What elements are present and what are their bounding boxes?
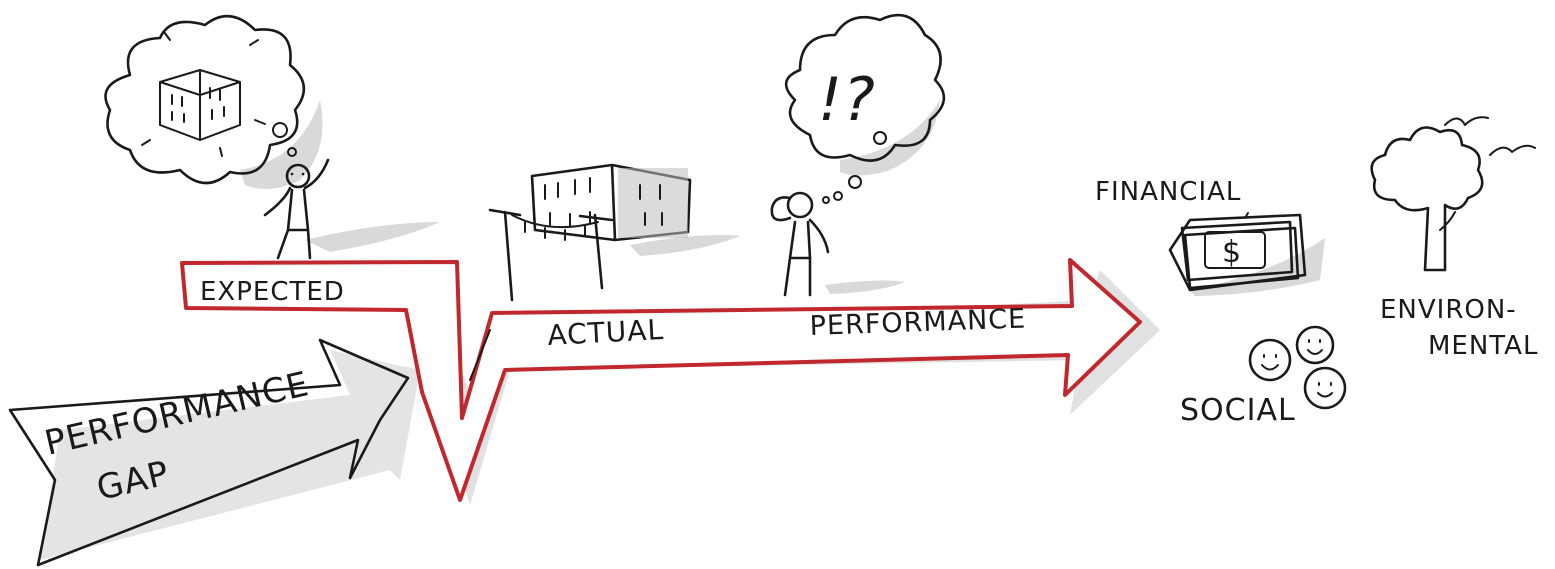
tree-icon — [1370, 126, 1484, 272]
label-performance: PERFORMANCE — [809, 303, 1026, 342]
performance-arrow — [180, 258, 1142, 502]
thought-marks: !? — [818, 65, 876, 135]
person-thinking-icon — [770, 191, 830, 297]
birds-icon — [1444, 116, 1536, 156]
smiley-faces-icon — [1248, 325, 1347, 410]
money-stack-icon: $ — [1168, 212, 1307, 292]
thought-cloud-question-icon: !? — [784, 13, 946, 204]
label-financial: FINANCIAL — [1095, 177, 1241, 207]
money-symbol: $ — [1222, 235, 1242, 270]
label-actual: ACTUAL — [547, 313, 665, 352]
clothesline-icon — [488, 208, 614, 302]
label-environmental-line2: MENTAL — [1428, 331, 1538, 361]
label-environmental-line1: ENVIRON- — [1380, 295, 1517, 325]
thought-cloud-building-icon — [104, 14, 306, 185]
gap-arrow — [8, 338, 410, 567]
building-icon — [530, 163, 692, 242]
person-waving-icon — [263, 158, 330, 260]
label-social: SOCIAL — [1180, 393, 1296, 428]
label-expected: EXPECTED — [200, 277, 345, 307]
